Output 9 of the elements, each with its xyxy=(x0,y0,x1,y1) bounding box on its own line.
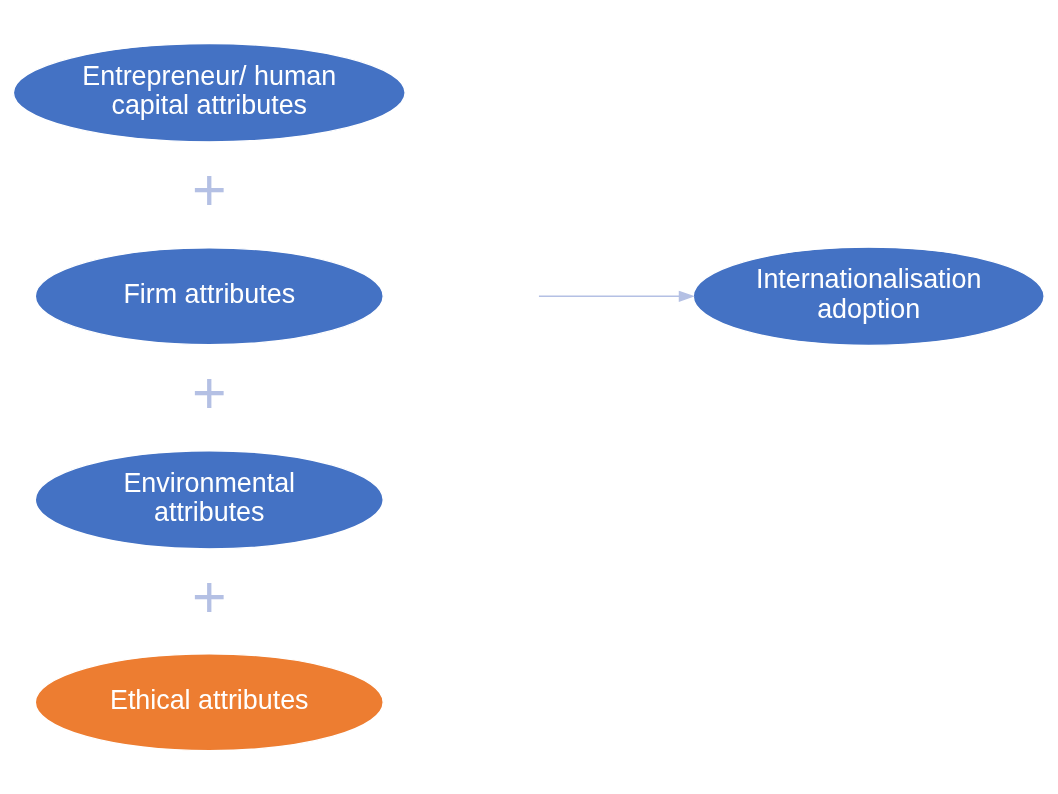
arrow xyxy=(538,290,695,302)
label: + xyxy=(192,360,227,427)
node-ellipse: Ethical attributes xyxy=(34,653,384,752)
node-ellipse: Entrepreneur/ human capital attributes xyxy=(12,43,406,143)
node-ellipse: Environmental attributes xyxy=(34,450,384,550)
label: + xyxy=(192,156,227,223)
node-ellipse: Firm attributes xyxy=(34,247,384,346)
label: + xyxy=(192,563,227,630)
node-ellipse: Internationalisation adoption xyxy=(692,246,1045,347)
